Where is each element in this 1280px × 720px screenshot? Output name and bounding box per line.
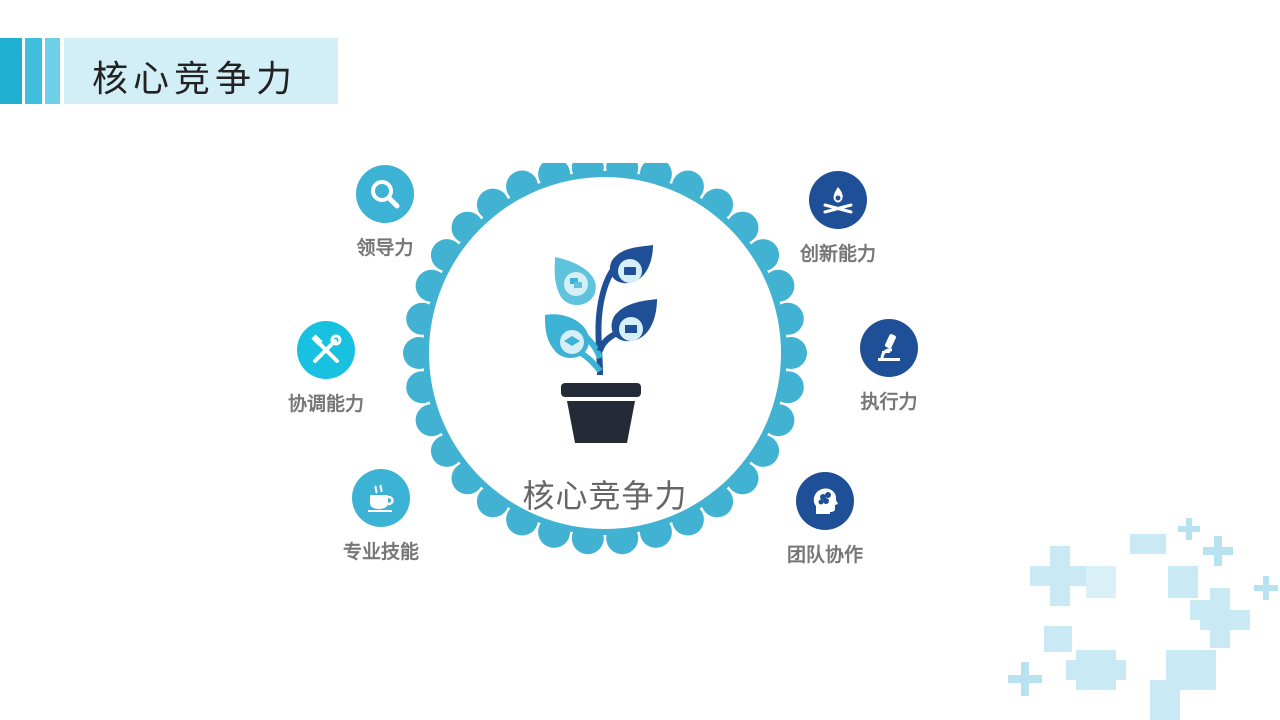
brain-head-icon: [796, 472, 854, 530]
accent-bar: [45, 38, 60, 104]
node-label: 协调能力: [287, 393, 364, 415]
node-innovation: 创新能力: [773, 171, 903, 266]
center-circle: 核心竞争力: [395, 163, 815, 583]
magnifier-icon: [356, 165, 414, 223]
page-title: 核心竞争力: [92, 59, 298, 100]
campfire-icon: [809, 171, 867, 229]
plant-icon: [545, 245, 657, 443]
coffee-cup-icon: [352, 469, 410, 527]
node-coordination: 协调能力: [261, 321, 391, 416]
node-teamwork: 团队协作: [760, 472, 890, 567]
node-label: 执行力: [860, 391, 918, 413]
accent-bar: [25, 38, 42, 104]
scalloped-circle: [403, 163, 807, 555]
accent-bar: [0, 38, 22, 104]
title-banner: 核心竞争力: [64, 38, 338, 104]
tools-icon: [297, 321, 355, 379]
center-label: 核心竞争力: [522, 477, 688, 515]
node-label: 领导力: [356, 237, 414, 259]
node-professional-skill: 专业技能: [316, 469, 446, 564]
node-label: 创新能力: [799, 243, 876, 265]
microscope-icon: [860, 319, 918, 377]
node-execution: 执行力: [824, 319, 954, 414]
node-label: 团队协作: [786, 544, 863, 566]
node-label: 专业技能: [342, 541, 419, 563]
decorative-crosses: [1008, 518, 1278, 720]
node-leadership: 领导力: [320, 165, 450, 260]
